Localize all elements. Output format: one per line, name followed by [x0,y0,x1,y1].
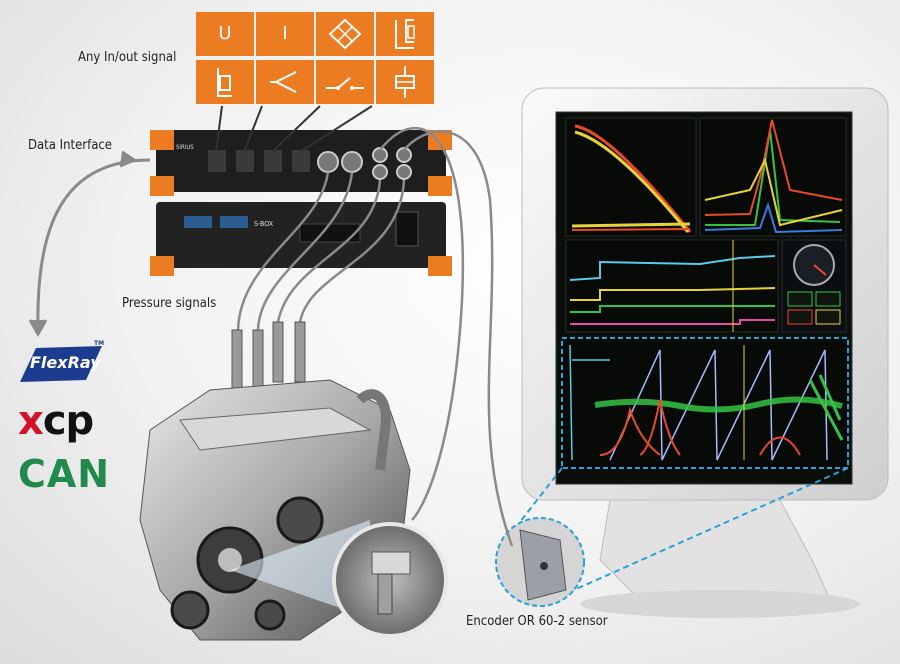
data-interface-device-bottom [150,202,452,276]
capacitor-icon [376,60,434,104]
signal-tile-voltage: U [196,12,254,56]
signal-tile-capacitor [376,60,434,104]
device-brand-bottom: S-BOX [254,220,273,228]
data-interface-device-top [150,130,452,196]
screen-plot-highlighted [562,338,848,468]
switch-icon [316,60,374,104]
flexray-tm: TM [94,340,104,347]
signal-tile-resistor [196,60,254,104]
signal-tile-switch [316,60,374,104]
current-icon: I [256,12,314,56]
bridge-icon [316,12,374,56]
signal-tile-bridge [316,12,374,56]
thermocouple-icon [256,60,314,104]
xcp-logo: xcp [18,398,93,444]
pressure-sensors [232,322,305,390]
flexray-text: FlexRay [30,353,101,372]
screen-plot-trajectories [566,118,696,236]
label-encoder: Encoder OR 60-2 sensor [466,614,608,629]
signal-tile-strain [376,12,434,56]
can-logo: CAN [18,452,110,496]
strain-gauge-icon [376,12,434,56]
flexray-logo: FlexRay TM [16,342,106,386]
signal-tile-thermocouple [256,60,314,104]
label-data-interface: Data Interface [28,138,112,153]
label-pressure-signals: Pressure signals [122,296,216,311]
device-brand-top: SIRIUS [176,144,194,151]
screen-gauge-panel [782,240,846,332]
signal-tile-current: I [256,12,314,56]
encoder-wheel [496,518,584,606]
xcp-x: x [18,398,43,444]
voltage-icon: U [196,12,254,56]
label-any-io: Any In/out signal [78,50,176,65]
xcp-rest: cp [43,398,93,444]
screen-plot-middle [566,240,778,332]
screen-plot-spikes [700,118,846,236]
resistor-icon [196,60,254,104]
